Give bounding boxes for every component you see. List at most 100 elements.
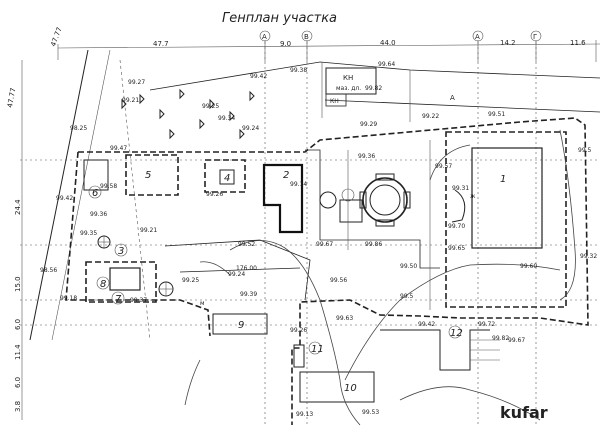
dim-left-4: 6.0 [14, 319, 22, 330]
watermark-text: kufar [500, 403, 548, 422]
north-plot-lines [149, 61, 601, 122]
dim-top-3: 44.0 [380, 39, 396, 47]
elev: 99.21 [122, 97, 139, 104]
elev: 99.82 [492, 335, 509, 342]
building-7-number: 7 [115, 294, 122, 305]
tree-symbols [121, 88, 255, 140]
building-2-number: 2 [283, 170, 289, 181]
elev: 99.51 [488, 111, 505, 118]
site-boundary [78, 117, 589, 425]
elev: 99.14 [290, 181, 307, 188]
building-11-number: 11 [311, 344, 324, 355]
elev: 99.65 [448, 245, 465, 252]
elev: 99.82 [365, 85, 382, 92]
building-2: 2 [262, 163, 304, 234]
elev: 99.56 [330, 277, 347, 284]
dim-top-5: 11.6 [570, 39, 586, 47]
elev: 99.53 [362, 409, 379, 416]
site-boundary-west [65, 151, 211, 337]
dim-top-1: 47.7 [153, 40, 169, 48]
elev: 99.67 [508, 337, 525, 344]
elev: 99.27 [128, 79, 145, 86]
kn-sublabel: маз. дл. [336, 85, 361, 92]
elev: 99.24 [242, 125, 259, 132]
elev: 99.86 [365, 241, 382, 248]
label-m: м [200, 300, 205, 307]
contour-lines [184, 129, 576, 426]
dim-left-5: 11.4 [14, 344, 22, 360]
elev: 99.31 [452, 185, 469, 192]
elev: 99.24 [228, 271, 245, 278]
elev: 99.72 [478, 321, 495, 328]
elev: 99.42 [56, 195, 73, 202]
building-12: 12 [380, 325, 500, 371]
elev: 99.21 [140, 227, 157, 234]
elev: 99.36 [358, 153, 375, 160]
dim-top-4: 14.2 [500, 39, 516, 47]
left-dimension-line: 47.77 24.4 15.0 6.0 11.4 6.0 3.8 [6, 60, 23, 420]
plan-title: Генплан участка [222, 11, 337, 26]
elev: 99.70 [448, 223, 465, 230]
building-11: 11 [293, 341, 324, 368]
building-10: 10 [299, 371, 375, 403]
building-3: 3 [97, 235, 128, 257]
label-a: А [450, 94, 455, 102]
elev: 99.34 [218, 115, 235, 122]
elev: 99.57 [435, 163, 452, 170]
elev: 99.52 [238, 241, 255, 248]
building-10-number: 10 [344, 383, 357, 394]
dim-left-3: 15.0 [14, 276, 22, 292]
elev: 99.37 [130, 297, 147, 304]
elev: 99.5 [578, 147, 592, 154]
elev: 99.18 [60, 295, 77, 302]
elev: 98.25 [70, 125, 87, 132]
dim-left-6: 6.0 [14, 377, 22, 388]
walkways [164, 140, 440, 310]
building-1-number: 1 [500, 174, 506, 185]
building-12-number: 12 [450, 328, 463, 339]
axis-bubbles: A B A Г [259, 30, 542, 42]
elev: 99.13 [296, 411, 313, 418]
label-h: ж [470, 193, 476, 200]
building-9-number: 9 [238, 320, 244, 331]
kn-building: КН маз. дл. КН [325, 67, 377, 107]
elev: 99.26 [290, 327, 307, 334]
elev: 99.35 [80, 230, 97, 237]
elev: 99.22 [422, 113, 439, 120]
elev: 99.25 [202, 103, 219, 110]
dim-top-6: 47.77 [49, 26, 63, 48]
top-dimension-line: 47.7 9.0 44.0 14.2 11.6 47.77 [49, 26, 601, 62]
elev: 99.32 [580, 253, 597, 260]
axis-b: B [304, 33, 309, 41]
kn-label-2: КН [330, 98, 339, 105]
elev: 99.63 [336, 315, 353, 322]
kn-label-1: КН [343, 74, 353, 82]
building-7-8: 8 7 [85, 261, 174, 305]
elev: 99.42 [250, 73, 267, 80]
elev: 99.38 [290, 67, 307, 74]
rotunda [319, 173, 411, 227]
elev: 99.60 [520, 263, 537, 270]
building-9: 9 [212, 313, 268, 335]
building-8-number: 8 [100, 279, 106, 290]
elev: 99.58 [100, 183, 117, 190]
elev: 99.39 [240, 291, 257, 298]
grid-lines [20, 42, 600, 425]
dim-left-7: 3.8 [14, 401, 22, 412]
elev: 99.42 [418, 321, 435, 328]
building-3-number: 3 [118, 246, 124, 257]
axis-g: Г [533, 33, 537, 41]
building-6: 6 [83, 159, 109, 199]
building-5: 5 [125, 154, 179, 196]
elev: 99.36 [90, 211, 107, 218]
elev: 99.50 [400, 263, 417, 270]
building-4-number: 4 [224, 173, 230, 184]
dim-top-2: 9.0 [280, 40, 291, 48]
elev: 98.56 [40, 267, 57, 274]
elevation-marks: 99.42 99.38 99.64 99.82 99.27 99.21 99.2… [40, 61, 597, 418]
axis-a-2: A [475, 33, 480, 41]
elev: 176.00 [236, 265, 257, 272]
elev: 99.67 [316, 241, 333, 248]
dim-left-1: 47.77 [6, 87, 17, 108]
